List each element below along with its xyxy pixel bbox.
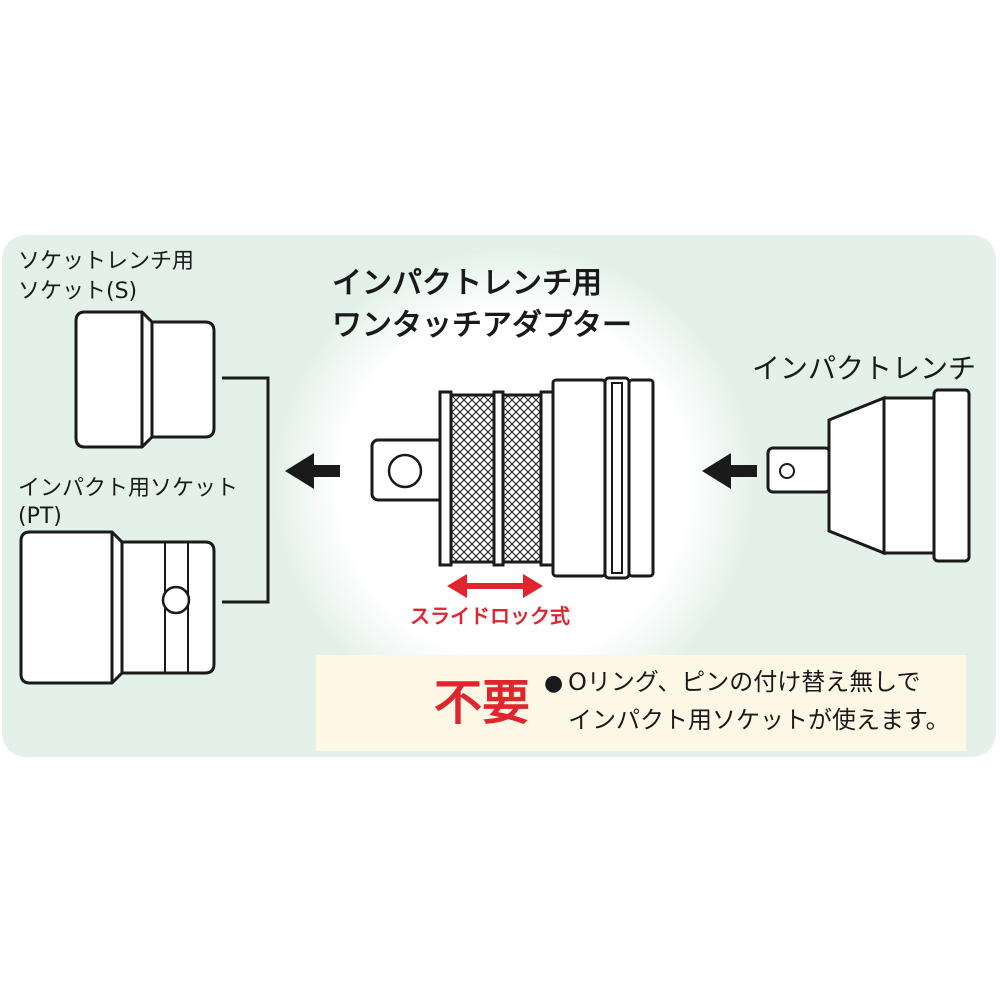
impact-socket-label-line2: (PT) [18,504,62,529]
adapter-title-line2: ワンタッチアダプター [332,308,632,343]
socket-s-label-line1: ソケットレンチ用 [18,249,195,274]
socket-s-label-line2: ソケット(S) [18,279,138,304]
connector-bracket [222,376,270,604]
impact-socket-label-line1: インパクト用ソケット [18,476,239,501]
double-arrow-icon [447,574,543,598]
adapter-title-line1: インパクトレンチ用 [332,266,602,301]
socket-s-drawing [74,310,216,449]
arrow-left-icon [285,453,340,489]
impact-wrench-drawing [766,388,971,563]
pin-hole [161,585,191,615]
note-line2: インパクト用ソケットが使えます。 [568,706,950,734]
adapter-drawing [370,376,655,580]
bullet-icon: ● [544,671,564,696]
note-line1: Oリング、ピンの付け替え無しで [568,668,921,696]
unnecessary-label: 不要 [434,675,531,731]
impact-wrench-label: インパクトレンチ [752,352,977,385]
impact-socket-drawing [19,530,216,685]
note-box: 不要 ● Oリング、ピンの付け替え無しで インパクト用ソケットが使えます。 [316,655,966,751]
slide-lock-label: スライドロック式 [410,604,570,628]
arrow-left-icon [702,453,757,489]
